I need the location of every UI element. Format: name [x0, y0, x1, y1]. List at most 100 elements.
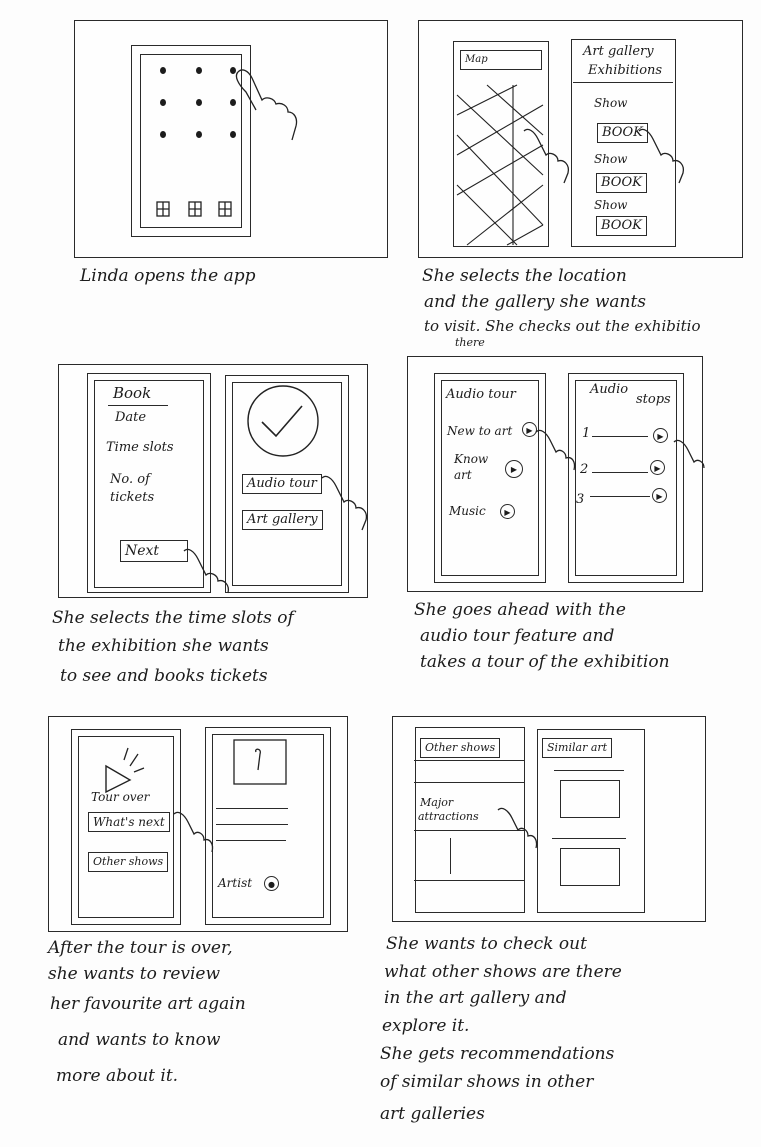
- show-label: Show: [594, 96, 628, 110]
- gallery-subheader: Exhibitions: [588, 63, 663, 78]
- new-to-art-item[interactable]: New to art: [447, 424, 513, 438]
- dock-icons: [156, 201, 232, 217]
- panel-3-caption: the exhibition she wants: [58, 636, 269, 656]
- hand-tap-icon: [497, 807, 538, 849]
- panel-6-caption: in the art gallery and: [384, 988, 567, 1008]
- tablet-display: [140, 54, 242, 228]
- time-slots-field[interactable]: Time slots: [106, 440, 174, 455]
- know-art-item[interactable]: Know: [454, 452, 489, 466]
- audio-stops-title-2: stops: [636, 392, 671, 407]
- text-line: [216, 808, 288, 809]
- whats-next-button[interactable]: What's next: [88, 812, 170, 832]
- panel-1-frame: [74, 20, 388, 258]
- panel-2-caption: and the gallery she wants: [424, 292, 647, 312]
- divider: [414, 830, 524, 831]
- app-icon[interactable]: [230, 99, 236, 106]
- audio-tour-display: [441, 380, 539, 576]
- book-title: Book: [113, 384, 152, 402]
- date-field[interactable]: Date: [115, 410, 147, 425]
- panel-6-caption: what other shows are there: [384, 962, 622, 982]
- book-button[interactable]: BOOK: [596, 216, 647, 236]
- hand-tap-icon: [673, 439, 705, 469]
- app-icon[interactable]: [230, 131, 236, 138]
- play-icon[interactable]: ▶: [500, 504, 515, 519]
- app-icon[interactable]: [196, 67, 202, 74]
- artist-profile-icon[interactable]: ●: [264, 876, 279, 891]
- confirmation-screen: [225, 375, 349, 593]
- app-icon[interactable]: [230, 67, 236, 74]
- major-attractions-label-2: attractions: [418, 810, 479, 823]
- text-line: [554, 770, 624, 771]
- major-attractions-label: Major: [420, 796, 454, 809]
- tickets-field[interactable]: tickets: [110, 490, 155, 505]
- music-item[interactable]: Music: [449, 504, 486, 518]
- panel-1-caption: Linda opens the app: [80, 266, 256, 286]
- book-button[interactable]: BOOK: [596, 173, 647, 193]
- audio-tour-screen: [434, 373, 546, 583]
- stop-number: 3: [576, 492, 585, 507]
- panel-6-caption: She wants to check out: [386, 934, 587, 954]
- panel-4-caption: audio tour feature and: [420, 626, 615, 646]
- panel-5-caption: and wants to know: [58, 1030, 221, 1050]
- divider: [414, 760, 524, 761]
- other-shows-button[interactable]: Other shows: [88, 852, 169, 872]
- divider: [414, 880, 524, 881]
- gallery-header: Art gallery: [583, 44, 654, 59]
- booking-display: [94, 380, 204, 588]
- stop-line: [590, 496, 650, 497]
- map-search-bar[interactable]: Map: [460, 50, 542, 70]
- audio-tour-button[interactable]: Audio tour: [242, 474, 322, 494]
- similar-art-header[interactable]: Similar art: [542, 738, 613, 758]
- artwork-image-icon: [233, 739, 287, 785]
- panel-6-caption: art galleries: [380, 1104, 485, 1124]
- stop-line: [592, 472, 648, 473]
- text-line: [216, 840, 286, 841]
- app-icon[interactable]: [160, 131, 166, 138]
- text-line: [216, 824, 288, 825]
- play-icon[interactable]: ▶: [652, 488, 667, 503]
- play-icon[interactable]: ▶: [650, 460, 665, 475]
- book-button[interactable]: BOOK: [597, 123, 648, 143]
- play-icon[interactable]: ▶: [522, 422, 537, 437]
- booking-screen: [87, 373, 211, 593]
- panel-2-caption: there: [455, 336, 485, 349]
- know-art-item-line2: art: [454, 468, 472, 482]
- panel-6-caption: She gets recommendations: [380, 1044, 615, 1064]
- divider: [414, 782, 524, 783]
- check-circle-icon: [247, 385, 319, 457]
- other-shows-header[interactable]: Other shows: [420, 738, 501, 758]
- divider: [573, 82, 673, 83]
- app-icon[interactable]: [160, 67, 166, 74]
- confirmation-display: [232, 382, 342, 586]
- app-icon[interactable]: [160, 99, 166, 106]
- audio-stops-screen: [568, 373, 684, 583]
- tour-over-label: Tour over: [91, 790, 150, 804]
- other-shows-screen: [415, 727, 525, 913]
- panel-2-frame: Map: [418, 20, 743, 258]
- artist-label[interactable]: Artist: [218, 876, 253, 890]
- audio-stops-display: [575, 380, 677, 576]
- artwork-screen: [205, 727, 331, 925]
- panel-5-caption: her favourite art again: [50, 994, 246, 1014]
- panel-5-caption: she wants to review: [48, 964, 221, 984]
- play-triangle-icon: [105, 747, 145, 794]
- app-icon[interactable]: [196, 131, 202, 138]
- similar-art-thumbnail[interactable]: [560, 780, 620, 818]
- art-gallery-button[interactable]: Art gallery: [242, 510, 323, 530]
- similar-art-thumbnail[interactable]: [560, 848, 620, 886]
- panel-4-caption: She goes ahead with the: [414, 600, 626, 620]
- hand-tap-icon: [173, 811, 214, 853]
- tour-over-display: [78, 736, 174, 918]
- next-button[interactable]: Next: [120, 540, 188, 562]
- hand-tap-icon: [638, 128, 685, 184]
- play-icon[interactable]: ▶: [505, 460, 523, 478]
- audio-stops-title: Audio: [590, 382, 629, 397]
- show-label: Show: [594, 198, 628, 212]
- app-icon[interactable]: [196, 99, 202, 106]
- audio-tour-title: Audio tour: [446, 387, 516, 402]
- play-icon[interactable]: ▶: [653, 428, 668, 443]
- hand-tap-icon: [235, 69, 298, 141]
- similar-art-screen: [537, 729, 645, 913]
- panel-4-caption: takes a tour of the exhibition: [420, 652, 670, 672]
- artwork-display: [212, 734, 324, 918]
